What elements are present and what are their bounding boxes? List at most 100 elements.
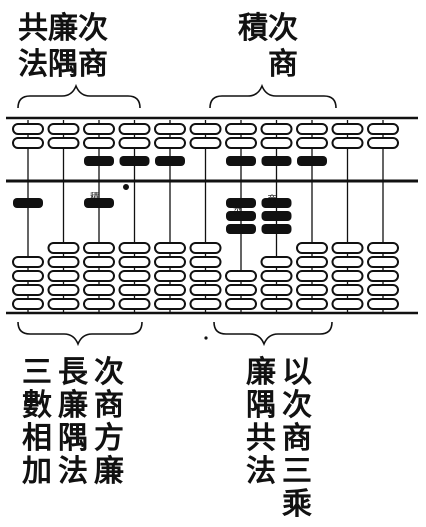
lower-bead <box>260 284 293 296</box>
label-char: 商 <box>94 388 124 423</box>
label-top-right: 積次 商 <box>238 11 298 82</box>
counter-upper <box>226 156 256 166</box>
upper-bead <box>367 137 399 149</box>
upper-bead <box>367 123 399 135</box>
upper-bead <box>12 123 44 135</box>
lower-bead <box>154 298 186 310</box>
lower-bead <box>331 242 364 254</box>
rod-4 <box>118 120 151 312</box>
lower-bead <box>296 270 328 282</box>
lower-bead <box>189 298 222 310</box>
lower-bead <box>296 256 328 268</box>
label-char: 數 <box>22 388 52 423</box>
rod-1 <box>12 120 44 312</box>
label-char: 次 <box>282 388 312 423</box>
rod-3 <box>83 120 115 312</box>
label-char: 商 <box>282 421 312 456</box>
upper-bead <box>331 123 364 135</box>
counter-lower <box>13 198 43 208</box>
lower-bead <box>260 256 293 268</box>
label-top-left-row2: 法隅商 <box>18 47 108 82</box>
upper-bead <box>154 123 186 135</box>
lower-bead <box>47 242 80 254</box>
label-char: 相 <box>22 421 52 456</box>
lower-bead <box>189 284 222 296</box>
lower-bead <box>296 298 328 310</box>
lower-bead <box>118 284 151 296</box>
lower-bead <box>189 256 222 268</box>
label-char: 共 <box>246 421 276 456</box>
lower-bead <box>189 242 222 254</box>
label-char: 廉 <box>94 454 124 489</box>
counter-upper <box>84 156 114 166</box>
rods: 積次商 <box>12 120 399 312</box>
lower-bead <box>12 284 44 296</box>
label-char: 廉 <box>58 388 88 423</box>
lower-bead <box>367 298 399 310</box>
counter-upper <box>261 156 292 166</box>
rod-7 <box>225 120 257 312</box>
rod-9 <box>296 120 328 312</box>
small-mark: 商 <box>268 193 277 205</box>
label-char: 隅 <box>246 388 276 423</box>
lower-bead <box>83 242 115 254</box>
lower-bead <box>225 298 257 310</box>
label-char: 隅 <box>58 421 88 456</box>
label-char: 三 <box>22 355 52 390</box>
upper-bead <box>189 123 222 135</box>
upper-bead <box>189 137 222 149</box>
counter-lower <box>261 224 292 234</box>
label-char: 加 <box>22 454 52 489</box>
lower-bead <box>47 256 80 268</box>
lower-bead <box>367 270 399 282</box>
label-char: 三 <box>282 454 312 489</box>
lower-bead <box>331 270 364 282</box>
lower-bead <box>118 298 151 310</box>
upper-bead <box>331 137 364 149</box>
upper-bead <box>225 137 257 149</box>
counter-lower <box>226 224 256 234</box>
counter-lower <box>226 198 256 208</box>
rod-2 <box>47 120 80 312</box>
lower-bead <box>83 284 115 296</box>
lower-bead <box>225 284 257 296</box>
rod-11 <box>367 120 399 312</box>
beam-dot <box>123 184 129 190</box>
lower-bead <box>367 256 399 268</box>
lower-bead <box>154 242 186 254</box>
lower-bead <box>12 270 44 282</box>
small-mark: 次 <box>232 205 241 217</box>
counter-upper <box>297 156 327 166</box>
upper-bead <box>47 123 80 135</box>
label-char: 法 <box>246 454 276 489</box>
brace-top-left <box>17 83 141 109</box>
counter-lower <box>84 198 114 208</box>
lower-bead <box>118 242 151 254</box>
counter-lower <box>226 211 256 221</box>
lower-bead <box>189 270 222 282</box>
lower-bead <box>47 284 80 296</box>
counter-lower <box>261 198 292 208</box>
brace-top-right <box>209 83 337 109</box>
brace-bottom-right <box>213 321 333 347</box>
lower-bead <box>296 284 328 296</box>
label-char: 長 <box>58 355 89 390</box>
lower-bead <box>154 284 186 296</box>
label-top-left: 共廉次 法隅商 <box>18 11 108 82</box>
counter-upper <box>155 156 185 166</box>
rod-8 <box>260 120 293 312</box>
lower-bead <box>260 298 293 310</box>
brace-bottom-left <box>17 321 143 347</box>
upper-bead <box>12 137 44 149</box>
upper-bead <box>83 123 115 135</box>
lower-bead <box>47 270 80 282</box>
label-char: 乘 <box>282 487 312 522</box>
stray-mark <box>204 336 208 340</box>
upper-bead <box>225 123 257 135</box>
